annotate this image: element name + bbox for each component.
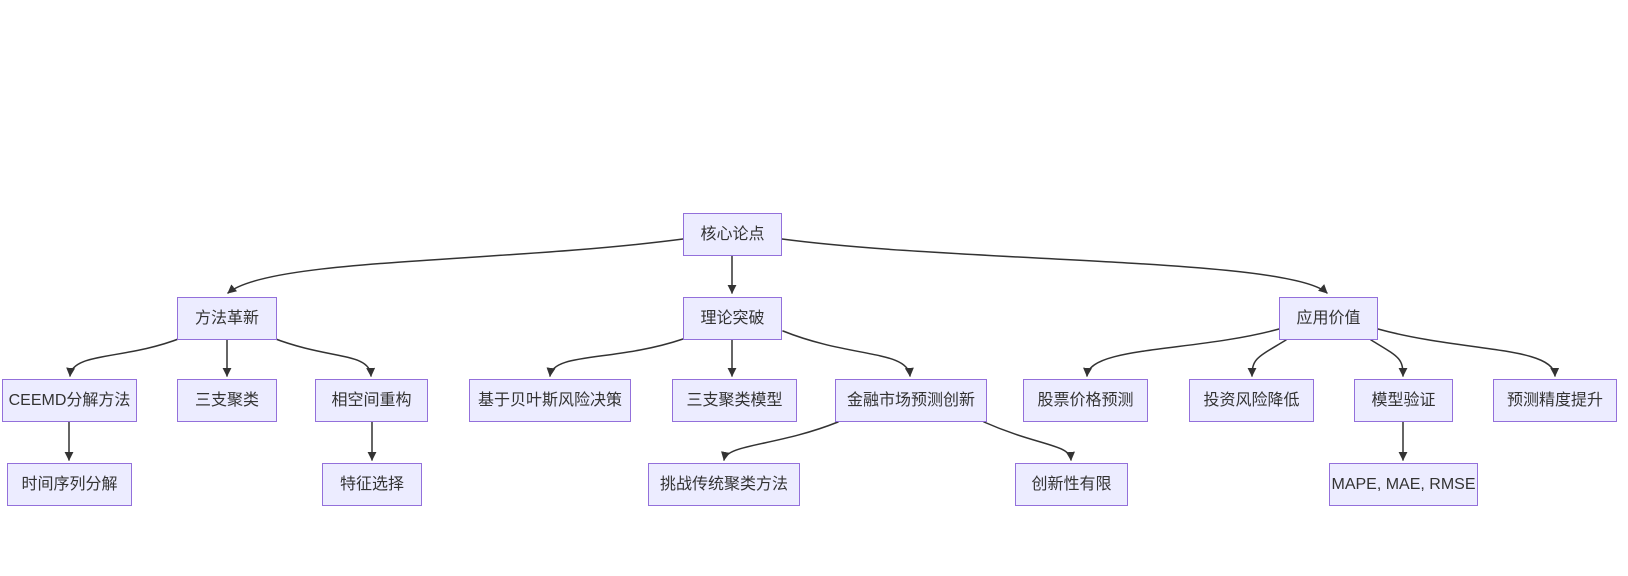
node-validation: 模型验证 [1354, 379, 1453, 422]
node-application: 应用价值 [1279, 297, 1378, 340]
node-feature: 特征选择 [322, 463, 422, 506]
edge-theory-bayes [546, 338, 684, 377]
node-three-way-model: 三支聚类模型 [672, 379, 797, 422]
edge-core-application [781, 238, 1328, 294]
node-challenge: 挑战传统聚类方法 [648, 463, 800, 506]
edge-finance-limited [983, 421, 1075, 461]
edge-application-risk [1247, 339, 1287, 377]
edge-finance-challenge [721, 421, 839, 461]
node-three-way-model-label: 三支聚类模型 [686, 391, 783, 409]
node-phase-space: 相空间重构 [315, 379, 428, 422]
node-three-way: 三支聚类 [177, 379, 277, 422]
node-accuracy: 预测精度提升 [1493, 379, 1617, 422]
node-ts-decomp: 时间序列分解 [7, 463, 132, 506]
node-limited-label: 创新性有限 [1031, 475, 1112, 493]
node-ceemd: CEEMD分解方法 [2, 379, 137, 422]
node-metrics-label: MAPE, MAE, RMSE [1331, 475, 1476, 493]
node-three-way-label: 三支聚类 [194, 391, 259, 409]
node-application-label: 应用价值 [1296, 309, 1361, 327]
node-phase-space-label: 相空间重构 [331, 391, 412, 409]
node-theory-label: 理论突破 [700, 309, 765, 327]
node-feature-label: 特征选择 [339, 475, 404, 493]
node-risk: 投资风险降低 [1189, 379, 1314, 422]
node-stock-label: 股票价格预测 [1037, 391, 1134, 409]
edge-application-stock [1083, 328, 1280, 377]
node-ts-decomp-label: 时间序列分解 [21, 475, 118, 493]
node-finance-label: 金融市场预测创新 [846, 391, 975, 409]
node-finance: 金融市场预测创新 [835, 379, 987, 422]
edge-method-phase-space [272, 337, 376, 377]
node-core: 核心论点 [683, 213, 782, 256]
node-stock: 股票价格预测 [1023, 379, 1148, 422]
node-validation-label: 模型验证 [1371, 391, 1436, 409]
node-ceemd-label: CEEMD分解方法 [8, 391, 131, 409]
node-risk-label: 投资风险降低 [1203, 391, 1300, 409]
edge-core-method [227, 238, 684, 294]
node-method-label: 方法革新 [194, 309, 259, 327]
node-method: 方法革新 [177, 297, 277, 340]
edge-application-accuracy [1377, 328, 1560, 377]
edge-method-ceemd [66, 337, 182, 377]
node-challenge-label: 挑战传统聚类方法 [659, 475, 788, 493]
node-core-label: 核心论点 [700, 225, 765, 243]
edge-application-validation [1370, 339, 1408, 377]
node-bayes-label: 基于贝叶斯风险决策 [477, 391, 622, 409]
edge-theory-finance [782, 330, 914, 377]
node-bayes: 基于贝叶斯风险决策 [469, 379, 631, 422]
node-metrics: MAPE, MAE, RMSE [1329, 463, 1478, 506]
node-theory: 理论突破 [683, 297, 782, 340]
node-limited: 创新性有限 [1015, 463, 1128, 506]
node-accuracy-label: 预测精度提升 [1506, 391, 1603, 409]
